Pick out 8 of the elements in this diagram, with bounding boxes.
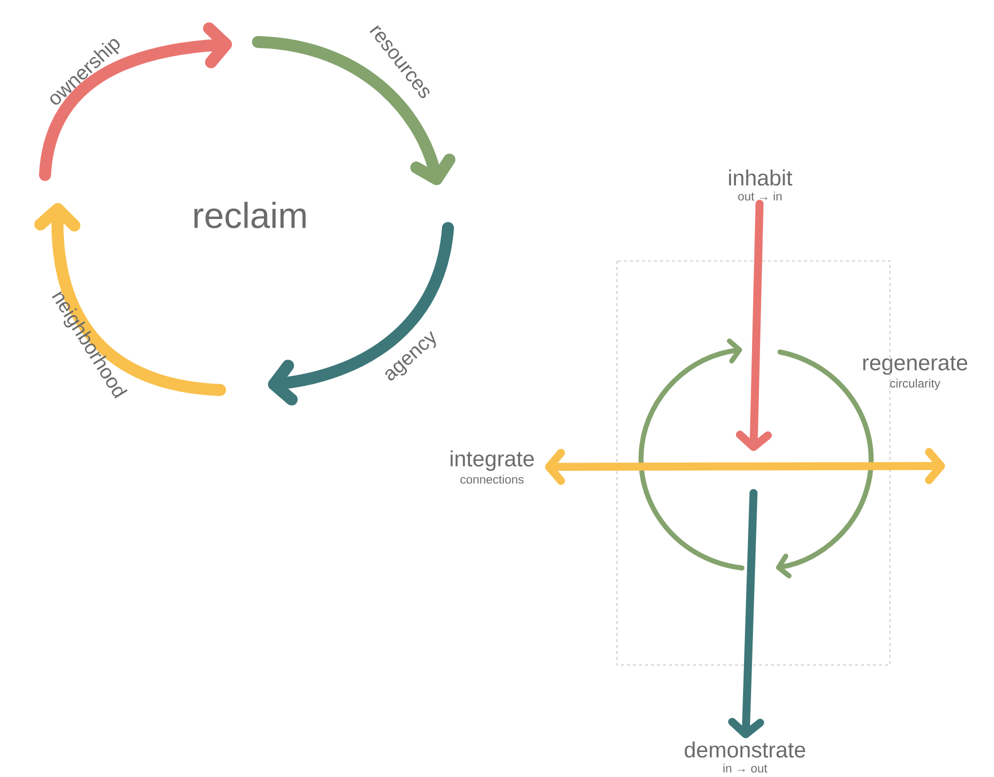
arrow	[545, 448, 945, 485]
node-label: demonstrate in → out	[684, 741, 806, 773]
node-label: integrate connections	[450, 450, 534, 484]
title: reclaim	[194, 202, 306, 228]
node-label: regenerate circularity	[863, 356, 968, 390]
arrow	[728, 489, 764, 738]
arrow	[736, 200, 772, 451]
node-label: inhabit out → in	[729, 169, 792, 201]
